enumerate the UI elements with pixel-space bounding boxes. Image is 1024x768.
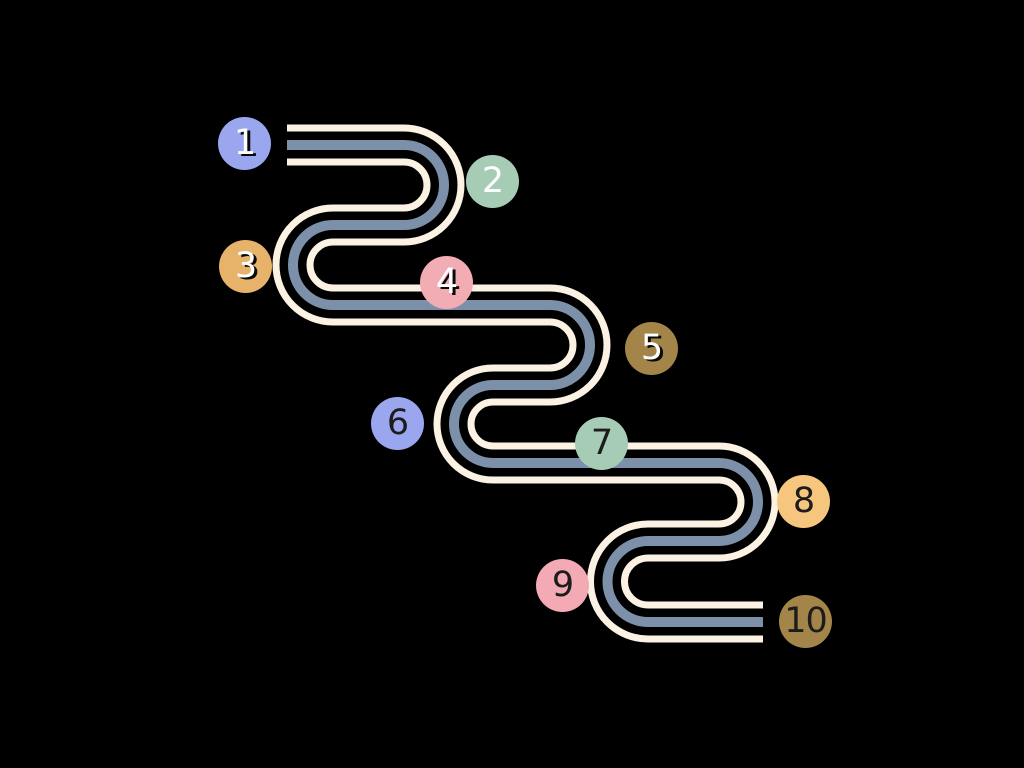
step-circle-9: 9 [536,559,589,612]
step-circle-8: 8 [777,475,830,528]
step-circle-5: 5 [625,322,678,375]
step-number-8: 8 [792,481,815,521]
step-number-3: 3 [234,246,257,286]
step-number-6: 6 [386,403,409,443]
step-number-1: 1 [233,123,256,163]
step-circle-2: 2 [466,155,519,208]
step-number-5: 5 [640,328,663,368]
step-number-9: 9 [551,565,574,605]
step-circle-1: 1 [218,117,271,170]
step-circle-7: 7 [575,417,628,470]
winding-road-center-line [287,140,763,627]
step-number-7: 7 [590,423,613,463]
step-number-10: 10 [784,601,828,641]
step-number-4: 4 [435,262,458,302]
step-number-2: 2 [481,161,504,201]
step-circle-4: 4 [420,256,473,309]
step-circle-10: 10 [779,595,832,648]
step-circle-3: 3 [219,240,272,293]
step-circle-6: 6 [371,397,424,450]
